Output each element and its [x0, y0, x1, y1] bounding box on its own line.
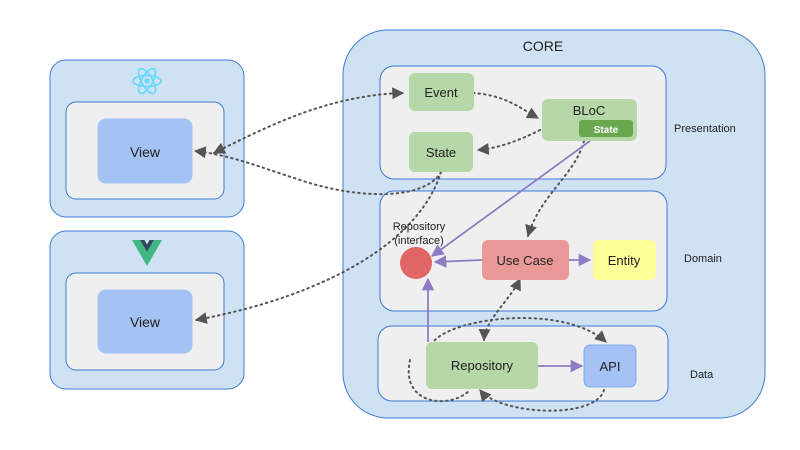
- use-case-node: Use Case: [482, 240, 569, 280]
- react-view-label: View: [130, 144, 161, 160]
- react-view-box: [97, 118, 193, 184]
- bloc-label: BLoC: [573, 103, 606, 118]
- bloc-to-repo-interface-arrow: [430, 140, 591, 257]
- react-client: View: [49, 59, 245, 218]
- use-case-label: Use Case: [496, 253, 553, 268]
- bloc-node: BLoC State: [542, 99, 637, 141]
- bloc-state-badge-label: State: [594, 125, 619, 136]
- view-to-event-link: [212, 87, 405, 154]
- repository-label: Repository: [451, 358, 514, 373]
- event-to-bloc-link: [472, 92, 540, 119]
- repository-interface-label: Repository: [393, 221, 446, 233]
- state-node: State: [409, 132, 473, 172]
- entity-label: Entity: [608, 253, 641, 268]
- bloc-to-state-link: [476, 129, 541, 155]
- repository-interface-circle: [400, 247, 432, 279]
- bloc-state-badge: [579, 120, 633, 137]
- entity-node: Entity: [593, 240, 656, 280]
- api-label: API: [600, 359, 621, 374]
- repository-node: Repository: [426, 342, 538, 389]
- presentation-layer-label: Presentation: [674, 123, 736, 135]
- vue-icon: [132, 240, 162, 266]
- vue-view-box: [97, 289, 193, 354]
- api-node: API: [583, 344, 637, 388]
- usecase-to-repo-interface-arrow: [433, 255, 483, 268]
- repository-to-api-loop-top: [429, 317, 607, 351]
- bloc-to-usecase-link: [525, 140, 585, 238]
- state-to-vue-view-link: [194, 171, 442, 324]
- state-to-react-view-link: [193, 146, 442, 196]
- dotted-connections: [193, 87, 607, 412]
- react-icon: [132, 67, 162, 95]
- repository-interface-node: Repository (interface): [393, 221, 446, 279]
- state-label: State: [426, 145, 456, 160]
- vue-client: View: [49, 230, 245, 390]
- repository-loop-left: [407, 359, 471, 403]
- repository-interface-sublabel: (interface): [394, 235, 444, 247]
- solid-connections: [421, 140, 592, 373]
- event-node: Event: [409, 73, 474, 111]
- api-to-repository-loop-bottom: [479, 389, 605, 412]
- vue-view-label: View: [130, 314, 161, 330]
- core-title: CORE: [523, 38, 563, 54]
- event-label: Event: [424, 85, 458, 100]
- usecase-to-repository-link: [478, 277, 521, 342]
- domain-layer-label: Domain: [684, 253, 722, 265]
- data-layer-label: Data: [690, 369, 714, 381]
